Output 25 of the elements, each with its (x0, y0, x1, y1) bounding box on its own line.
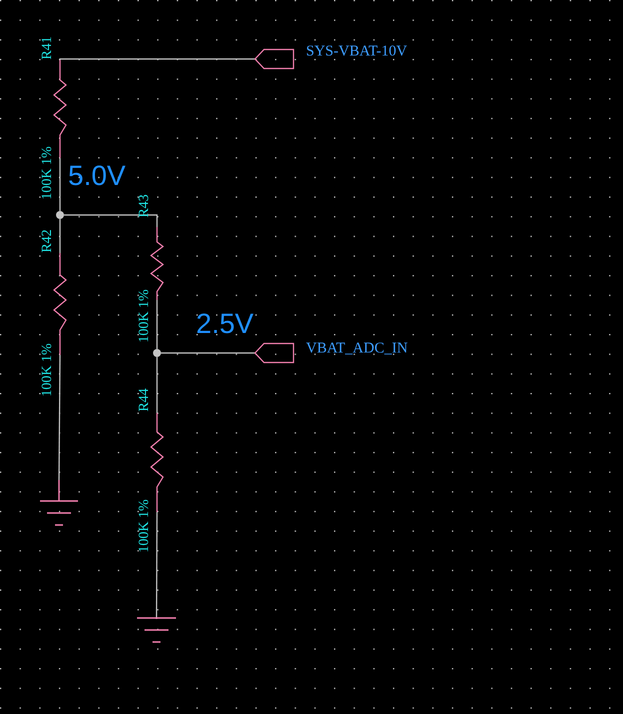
component-designator: R44 (138, 388, 152, 412)
ground-symbol (40, 480, 78, 527)
wire (161, 352, 255, 354)
wire (59, 219, 61, 253)
net-label: SYS-VBAT-10V (306, 44, 408, 60)
wire (58, 355, 61, 480)
component-value: 100K 1% (41, 343, 55, 397)
voltage-label: 5.0V (68, 162, 126, 190)
component-designator: R41 (41, 36, 55, 60)
voltage-label: 2.5V (196, 310, 254, 338)
wire (156, 357, 158, 413)
component-value: 100K 1% (138, 499, 152, 553)
junction-dot (153, 349, 161, 357)
junction-dot (56, 211, 64, 219)
wire (64, 214, 158, 227)
component-value: 100K 1% (138, 289, 152, 343)
wire (156, 512, 158, 619)
wire (59, 158, 61, 211)
ground-symbol (137, 619, 176, 644)
wire (59, 58, 255, 60)
component-value: 100K 1% (41, 146, 55, 200)
component-designator: R43 (138, 194, 152, 218)
wire (156, 300, 158, 349)
net-label: VBAT_ADC_IN (306, 342, 408, 356)
component-designator: R42 (41, 229, 55, 253)
